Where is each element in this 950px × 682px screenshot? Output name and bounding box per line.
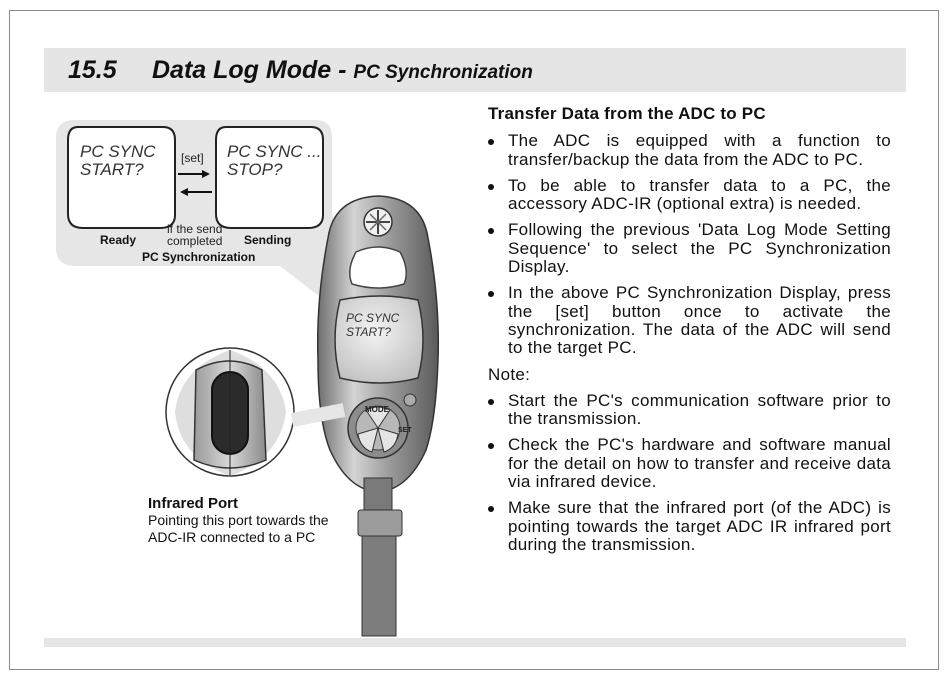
ready-screen: PC SYNC START? — [67, 126, 176, 229]
bullet-icon — [488, 291, 494, 298]
mode-button-label: MODE — [365, 405, 390, 414]
section-subtitle: PC Synchronization — [353, 62, 533, 83]
ready-screen-line1: PC SYNC — [80, 142, 156, 161]
set-label: [set] — [181, 151, 204, 165]
content-heading: Transfer Data from the ADC to PC — [488, 104, 766, 123]
infrared-port-zoom — [165, 347, 295, 477]
bullet-icon — [488, 228, 494, 235]
device-screen-line2: START? — [346, 325, 391, 339]
sync-caption: PC Synchronization — [142, 250, 255, 264]
note-label: Note: — [488, 364, 531, 384]
note-item: Check the PC's hardware and software man… — [488, 436, 891, 491]
bullet-icon — [488, 183, 494, 190]
set-button-label: SET — [398, 427, 412, 434]
bullet-icon — [488, 443, 494, 450]
ready-screen-line2: START? — [80, 160, 144, 179]
instruction-item: To be able to transfer data to a PC, the… — [488, 176, 891, 214]
anemometer-device: PC SYNC START? MODE SET — [316, 195, 440, 637]
if-send-line1: if the send — [167, 222, 222, 236]
instruction-item: The ADC is equipped with a function to t… — [488, 132, 891, 169]
infrared-port-caption: Infrared Port Pointing this port towards… — [148, 495, 348, 546]
bullet-icon — [488, 506, 494, 513]
device-screen-line1: PC SYNC — [346, 311, 400, 325]
arrow-right-icon — [178, 170, 210, 178]
zoom-connector — [290, 403, 346, 427]
footer-bar — [44, 638, 906, 647]
impeller-icon — [366, 210, 390, 234]
note-item: Make sure that the infrared port (of the… — [488, 499, 891, 554]
instruction-item: In the above PC Synchronization Display,… — [488, 284, 891, 357]
note-list: Start the PC's communication software pr… — [488, 391, 891, 554]
page-frame — [9, 10, 939, 670]
tri-button-icon — [357, 406, 399, 453]
section-title-main: Data Log Mode - — [152, 56, 354, 84]
section-number: 15.5 — [68, 56, 117, 84]
device-illustration: PC SYNC START? PC SYNC ... STOP? [set] i… — [56, 120, 440, 637]
infrared-port-description: Pointing this port towards the ADC-IR co… — [148, 512, 329, 545]
section-title: Data Log Mode - PC Synchronization — [152, 56, 533, 85]
sending-screen-line2: STOP? — [227, 160, 283, 179]
if-send-line2: completed — [167, 234, 222, 248]
sending-label: Sending — [244, 233, 291, 247]
note-item: Start the PC's communication software pr… — [488, 391, 891, 429]
sending-screen-line1: PC SYNC ... — [227, 142, 321, 161]
ready-label: Ready — [100, 233, 136, 247]
instruction-list: The ADC is equipped with a function to t… — [488, 132, 891, 357]
content-column: Transfer Data from the ADC to PC The ADC… — [488, 104, 891, 562]
instruction-item: Following the previous 'Data Log Mode Se… — [488, 221, 891, 276]
infrared-port-title: Infrared Port — [148, 495, 239, 512]
arrow-left-icon — [180, 188, 212, 196]
bullet-icon — [488, 398, 494, 405]
bullet-icon — [488, 139, 494, 146]
section-header-bar — [44, 48, 906, 92]
sending-screen: PC SYNC ... STOP? — [215, 126, 324, 229]
